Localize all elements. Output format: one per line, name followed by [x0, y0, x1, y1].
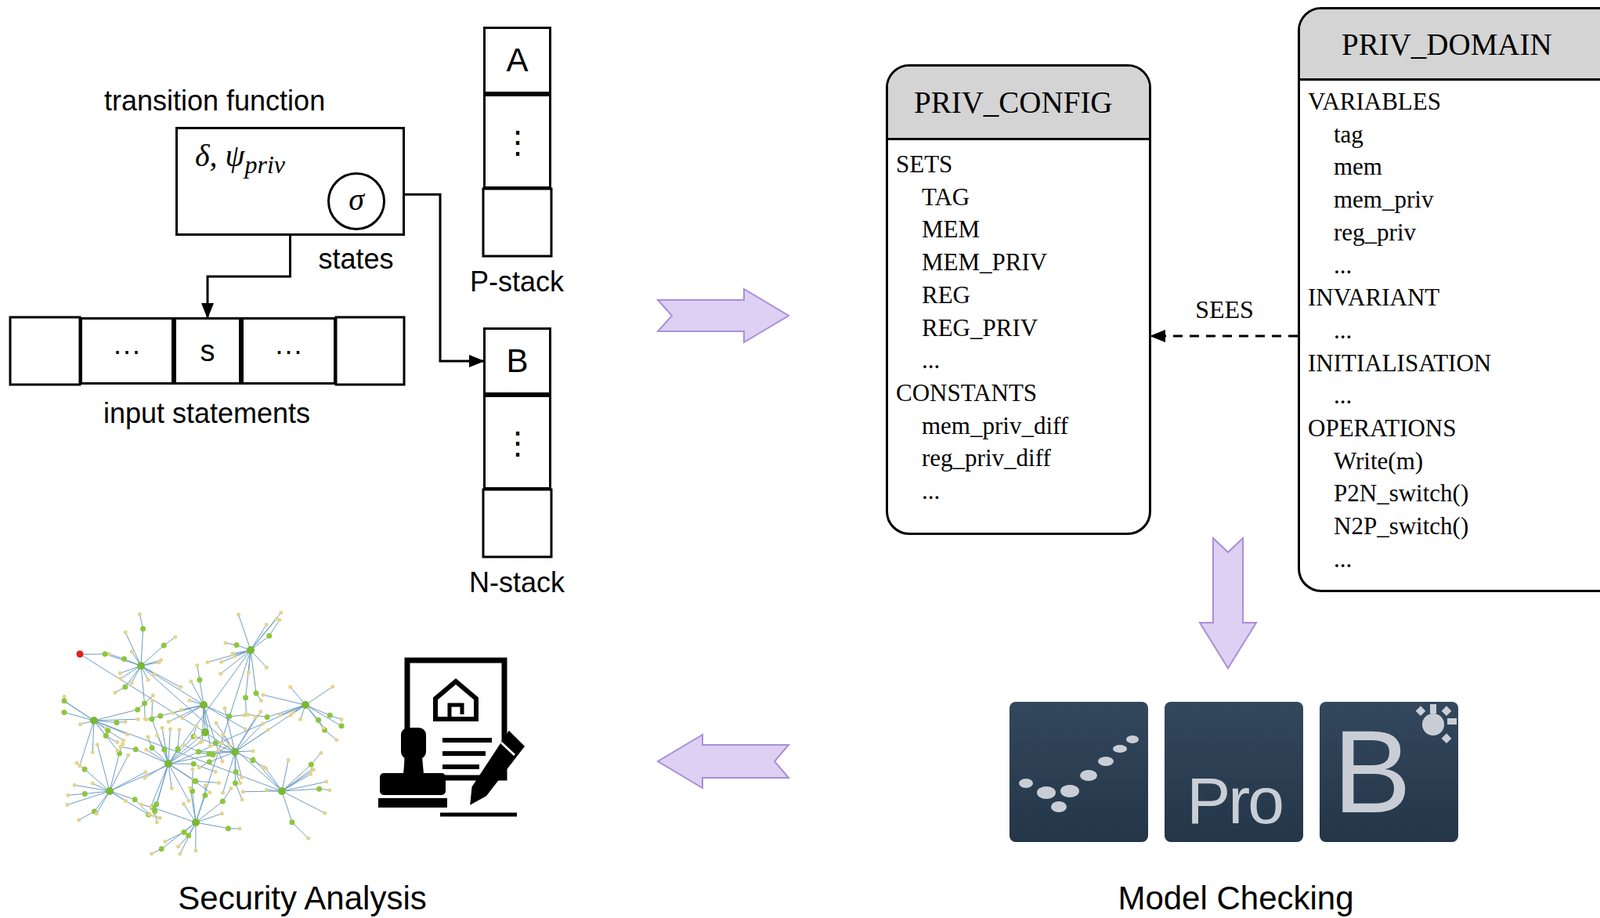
- certificate-icon: [379, 660, 524, 815]
- cell: B: [483, 327, 552, 395]
- clause-item: MEM_PRIV: [895, 245, 1149, 279]
- machine-name: PRIV_CONFIG: [913, 84, 1113, 120]
- state-circle: σ: [327, 172, 386, 231]
- clause-keyword: CONSTANTS: [895, 376, 1149, 410]
- cell-symbol: B: [505, 342, 528, 380]
- machine-header: PRIV_CONFIG: [888, 66, 1149, 141]
- connector: [1151, 335, 1298, 338]
- formula-subscript: priv: [244, 150, 286, 179]
- logo-text: B: [1332, 712, 1412, 831]
- clause-keyword: SETS: [895, 148, 1149, 181]
- network-graph: [61, 610, 345, 856]
- cell: ···: [79, 317, 174, 385]
- formula: δ, ψpriv: [195, 137, 286, 180]
- connector: [207, 235, 291, 318]
- edge-label: states: [317, 245, 396, 274]
- clause-item: TAG: [895, 180, 1149, 214]
- clause-item: REG: [895, 278, 1149, 312]
- clause-item: ...: [1307, 379, 1600, 412]
- clause-item: mem_priv: [1307, 183, 1600, 217]
- clause-keyword: INITIALISATION: [1307, 346, 1600, 380]
- clause-item: mem: [1307, 150, 1600, 184]
- section-label: Model Checking: [1117, 881, 1354, 915]
- cell-symbol: ⋮: [502, 123, 534, 160]
- clause-item: ...: [1307, 249, 1600, 282]
- cell: ···: [241, 317, 336, 385]
- tape-label: input statements: [103, 399, 311, 428]
- clause-item: REG_PRIV: [895, 311, 1149, 345]
- machine-header: PRIV_DOMAIN: [1300, 9, 1600, 81]
- clause-item: ...: [1307, 314, 1600, 347]
- cell-symbol: ···: [112, 334, 141, 368]
- clause-keyword: INVARIANT: [1307, 281, 1600, 315]
- cell: ⋮: [483, 394, 552, 490]
- prob-logo: [1009, 701, 1459, 842]
- cell: A: [483, 26, 552, 94]
- clause-item: P2N_switch(): [1307, 476, 1600, 510]
- machine-name: PRIV_DOMAIN: [1341, 26, 1553, 62]
- clause-item: Write(m): [1307, 444, 1600, 478]
- clause-item: tag: [1307, 118, 1600, 152]
- transition-box: transition functionδ, ψprivσ: [175, 126, 405, 236]
- cell-symbol: s: [200, 334, 216, 369]
- clause-item: MEM: [895, 213, 1149, 246]
- clause-keyword: VARIABLES: [1307, 85, 1600, 119]
- formula-text: δ, ψ: [195, 137, 245, 174]
- cell: ⋮: [483, 93, 552, 189]
- box-heading: transition function: [104, 84, 326, 118]
- cell: s: [173, 317, 242, 385]
- empty-cells: [10, 188, 552, 557]
- cell-symbol: A: [505, 41, 528, 80]
- logo-text: Pro: [1186, 767, 1283, 834]
- machine-body: SETSTAGMEMMEM_PRIVREGREG_PRIV...CONSTANT…: [888, 140, 1149, 508]
- b-machine: PRIV_DOMAIN VARIABLEStagmemmem_privreg_pr…: [1297, 7, 1600, 593]
- stack-label: P-stack: [469, 267, 564, 297]
- b-machine: PRIV_CONFIG SETSTAGMEMMEM_PRIVREGREG_PRIV…: [885, 64, 1152, 535]
- clause-item: N2P_switch(): [1307, 509, 1600, 543]
- state-symbol: σ: [348, 180, 365, 218]
- cell-symbol: ···: [274, 334, 304, 368]
- machine-body: VARIABLEStagmemmem_privreg_priv...INVARI…: [1300, 80, 1600, 576]
- clause-item: reg_priv_diff: [895, 441, 1149, 475]
- edge-label: SEES: [1193, 296, 1256, 322]
- section-label: Security Analysis: [177, 881, 427, 915]
- clause-item: reg_priv: [1307, 216, 1600, 250]
- stack-label: N-stack: [469, 568, 565, 597]
- clause-item: mem_priv_diff: [895, 409, 1149, 443]
- clause-item: ...: [1307, 542, 1600, 576]
- clause-item: ...: [895, 474, 1149, 508]
- clause-keyword: OPERATIONS: [1307, 411, 1600, 445]
- cell-symbol: ⋮: [502, 424, 534, 461]
- clause-item: ...: [895, 343, 1149, 377]
